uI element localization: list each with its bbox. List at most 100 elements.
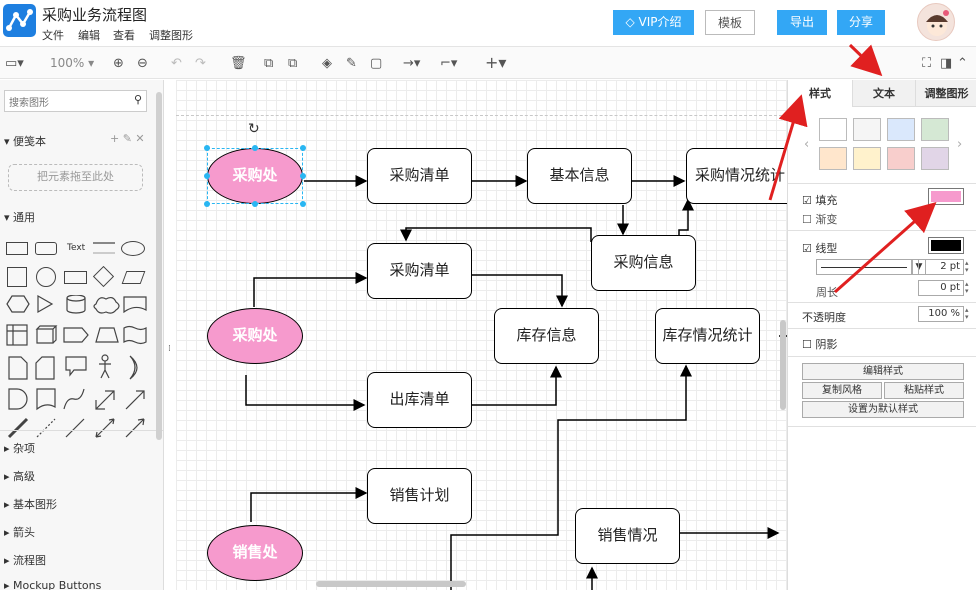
spinner-icon[interactable]: ▴▾ xyxy=(965,280,969,295)
node-basic-info[interactable]: 基本信息 xyxy=(527,148,632,204)
diagram-canvas[interactable]: 采购处 采购处 销售处 ↻ 采购清单 基本信息 采购情况统计 采购清单 采购信息… xyxy=(176,80,787,590)
style-swatch[interactable] xyxy=(819,147,847,170)
spinner-icon[interactable]: ▴▾ xyxy=(965,306,969,321)
line-color-icon[interactable]: ✎ xyxy=(346,56,357,71)
sidebar-section-mockup[interactable]: ▸ Mockup Buttons xyxy=(4,579,102,590)
edge[interactable] xyxy=(400,227,592,242)
style-swatch[interactable] xyxy=(887,147,915,170)
scratchpad-tools-icon[interactable]: + ✎ ✕ xyxy=(110,132,145,145)
style-swatch[interactable] xyxy=(921,147,949,170)
template-button[interactable]: 模板 xyxy=(705,10,755,35)
edge[interactable] xyxy=(472,274,568,308)
resize-handle[interactable] xyxy=(204,145,210,151)
node-sales-plan[interactable]: 销售计划 xyxy=(367,468,472,524)
sidebar-scrollbar[interactable] xyxy=(156,92,162,440)
zoom-in-icon[interactable]: ⊕ xyxy=(113,56,124,71)
collapse-icon[interactable]: ⌃ xyxy=(957,56,968,71)
node-purchase-info[interactable]: 采购信息 xyxy=(591,235,696,291)
zoom-select[interactable]: 100% ▾ xyxy=(50,56,95,70)
general-section-title[interactable]: ▾ 通用 xyxy=(4,211,36,224)
menu-edit[interactable]: 编辑 xyxy=(78,29,100,42)
to-front-icon[interactable]: ⧉ xyxy=(264,56,274,71)
node-purchase-stats[interactable]: 采购情况统计 xyxy=(686,148,787,204)
tab-style[interactable]: 样式 xyxy=(788,80,852,107)
resize-handle[interactable] xyxy=(204,201,210,207)
menu-view[interactable]: 查看 xyxy=(113,29,135,42)
document-title[interactable]: 采购业务流程图 xyxy=(42,6,148,24)
sidebar-section-arrows[interactable]: ▸ 箭头 xyxy=(4,526,36,539)
panel-toggle-icon[interactable]: ▭▾ xyxy=(5,56,24,71)
node-purchase-list[interactable]: 采购清单 xyxy=(367,148,472,204)
connection-icon[interactable]: →▾ xyxy=(403,56,421,71)
shape-rectangle[interactable] xyxy=(6,242,28,255)
edge[interactable] xyxy=(245,375,366,411)
rotate-handle-icon[interactable]: ↻ xyxy=(248,121,260,137)
ellipse-sales-dept[interactable]: 销售处 xyxy=(207,525,303,581)
style-swatch[interactable] xyxy=(887,118,915,141)
shape-ellipse[interactable] xyxy=(121,241,145,256)
shape-circle[interactable] xyxy=(36,267,56,287)
line-pattern-select[interactable] xyxy=(816,259,912,275)
sidebar-section-flowchart[interactable]: ▸ 流程图 xyxy=(4,554,47,567)
waypoints-icon[interactable]: ⌐▾ xyxy=(440,56,458,71)
gradient-option[interactable]: ☐ 渐变 xyxy=(802,213,838,226)
share-button[interactable]: 分享 xyxy=(837,10,885,35)
line-width-input[interactable]: 2 pt xyxy=(918,259,964,275)
sidebar-section-advanced[interactable]: ▸ 高级 xyxy=(4,470,36,483)
resize-handle[interactable] xyxy=(300,201,306,207)
style-swatch[interactable] xyxy=(853,118,881,141)
style-swatch[interactable] xyxy=(921,118,949,141)
shape-search-box[interactable]: ⚲ xyxy=(4,90,147,113)
line-option[interactable]: ☑ 线型 xyxy=(802,242,838,255)
avatar[interactable] xyxy=(917,3,955,41)
export-button[interactable]: 导出 xyxy=(777,10,827,35)
chevron-left-icon[interactable]: ‹ xyxy=(804,137,810,152)
fullscreen-icon[interactable]: ⛶ xyxy=(922,56,932,71)
node-inventory-info[interactable]: 库存信息 xyxy=(494,308,599,364)
edit-style-button[interactable]: 编辑样式 xyxy=(802,363,964,380)
canvas-hscrollbar[interactable] xyxy=(316,581,466,587)
fill-color-picker[interactable] xyxy=(928,188,964,205)
ellipse-purchase-dept-2[interactable]: 采购处 xyxy=(207,308,303,364)
shape-diamond[interactable] xyxy=(92,265,115,288)
scratchpad-drop-zone[interactable]: 把元素拖至此处 xyxy=(8,164,143,191)
menu-arrange[interactable]: 调整图形 xyxy=(149,29,193,42)
scratchpad-title[interactable]: ▾ 便笺本 xyxy=(4,135,47,148)
shape-grid-icons[interactable] xyxy=(4,295,159,505)
edge[interactable] xyxy=(250,487,368,522)
shadow-icon[interactable]: ▢ xyxy=(370,56,383,71)
shape-text[interactable]: Text xyxy=(67,243,86,253)
edge[interactable] xyxy=(450,364,692,590)
perimeter-input[interactable]: 0 pt xyxy=(918,280,964,296)
line-color-picker[interactable] xyxy=(928,237,964,254)
tab-arrange[interactable]: 调整图形 xyxy=(915,80,976,107)
resize-handle[interactable] xyxy=(300,173,306,179)
shape-process[interactable] xyxy=(64,271,87,284)
sidebar-section-basic[interactable]: ▸ 基本图形 xyxy=(4,498,58,511)
canvas-vscrollbar[interactable] xyxy=(780,320,786,410)
node-inventory-stats[interactable]: 库存情况统计 xyxy=(655,308,760,364)
style-swatch[interactable] xyxy=(819,118,847,141)
chevron-right-icon[interactable]: › xyxy=(957,137,963,152)
paste-style-button[interactable]: 粘贴样式 xyxy=(884,382,964,399)
splitter-handle[interactable]: ⁞ xyxy=(168,344,171,354)
node-sales-status[interactable]: 销售情况 xyxy=(575,508,680,564)
resize-handle[interactable] xyxy=(252,201,258,207)
shadow-option[interactable]: ☐ 阴影 xyxy=(802,338,838,351)
node-outbound-list[interactable]: 出库清单 xyxy=(367,372,472,428)
insert-icon[interactable]: +▾ xyxy=(485,53,507,72)
shape-parallelogram[interactable] xyxy=(121,271,146,284)
to-back-icon[interactable]: ⧉ xyxy=(288,56,298,71)
shape-rounded-rect[interactable] xyxy=(35,242,57,255)
redo-icon[interactable]: ↷ xyxy=(195,56,206,71)
fill-option[interactable]: ☑ 填充 xyxy=(802,194,838,207)
edge[interactable] xyxy=(472,365,562,406)
format-panel-icon[interactable]: ◨ xyxy=(940,56,953,71)
undo-icon[interactable]: ↶ xyxy=(171,56,182,71)
sidebar-section-misc[interactable]: ▸ 杂项 xyxy=(4,442,36,455)
search-icon[interactable]: ⚲ xyxy=(133,93,142,106)
resize-handle[interactable] xyxy=(252,145,258,151)
vip-button[interactable]: ◇ VIP介绍 xyxy=(613,10,694,35)
resize-handle[interactable] xyxy=(300,145,306,151)
node-purchase-list-2[interactable]: 采购清单 xyxy=(367,243,472,299)
